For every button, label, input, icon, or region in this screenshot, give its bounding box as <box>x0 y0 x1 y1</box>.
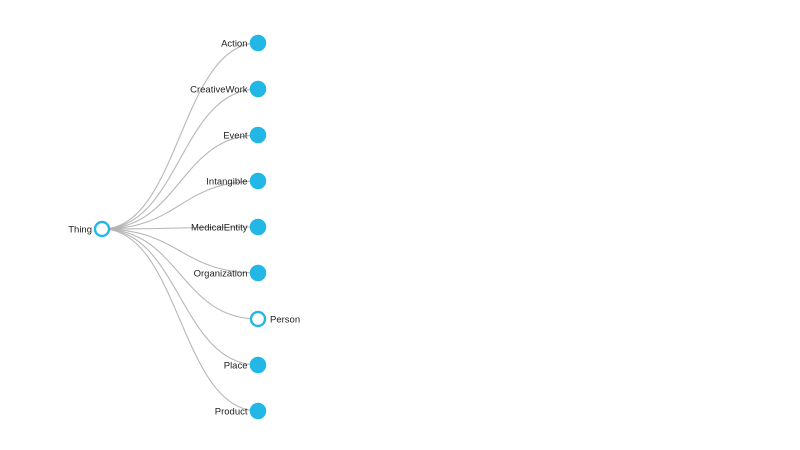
tree-node-label: Place <box>224 361 248 372</box>
tree-node-label: CreativeWork <box>190 85 248 96</box>
tree-link <box>101 228 259 320</box>
links-layer <box>101 42 259 412</box>
collapsed-node-icon[interactable] <box>249 218 267 236</box>
tree-node-product[interactable]: Product <box>215 402 267 420</box>
nodes-layer: Thing ActionCreativeWorkEventIntangibleMe… <box>68 34 300 420</box>
collapsed-node-icon[interactable] <box>249 34 267 52</box>
tree-node-organization[interactable]: Organization <box>194 264 267 282</box>
tree-link <box>101 228 259 412</box>
collapsed-node-icon[interactable] <box>249 172 267 190</box>
tree-link <box>101 134 259 230</box>
tree-link <box>101 88 259 230</box>
collapsed-node-icon[interactable] <box>249 356 267 374</box>
tree-node-label: Intangible <box>206 177 247 188</box>
tree-node-label: Event <box>223 131 248 142</box>
tree-node-label: Thing <box>68 225 92 236</box>
tree-node-place[interactable]: Place <box>224 356 267 374</box>
tree-node-medicalentity[interactable]: MedicalEntity <box>191 218 267 236</box>
tree-node-label: Organization <box>194 269 248 280</box>
tree-node-event[interactable]: Event <box>223 126 267 144</box>
tree-node-thing[interactable]: Thing <box>68 220 111 238</box>
tree-link <box>101 228 259 274</box>
tree-node-label: MedicalEntity <box>191 223 248 234</box>
tree-node-person[interactable]: Person <box>249 310 300 328</box>
collapsed-node-icon[interactable] <box>249 126 267 144</box>
collapsed-node-icon[interactable] <box>249 80 267 98</box>
tree-node-intangible[interactable]: Intangible <box>206 172 267 190</box>
tree-node-label: Person <box>270 315 300 326</box>
tree-node-creativework[interactable]: CreativeWork <box>190 80 267 98</box>
expanded-node-icon[interactable] <box>249 310 267 328</box>
tree-link <box>101 42 259 230</box>
collapsed-node-icon[interactable] <box>249 402 267 420</box>
tree-link <box>101 228 259 366</box>
expanded-node-icon[interactable] <box>93 220 111 238</box>
tree-node-label: Action <box>221 39 247 50</box>
tree-link <box>101 180 259 230</box>
tree-node-action[interactable]: Action <box>221 34 267 52</box>
tree-link <box>101 226 259 230</box>
collapsed-node-icon[interactable] <box>249 264 267 282</box>
tree-node-label: Product <box>215 407 248 418</box>
